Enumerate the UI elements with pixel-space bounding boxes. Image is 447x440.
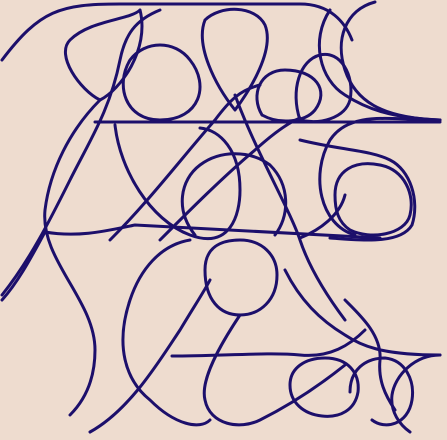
knot-strand-32 bbox=[317, 8, 442, 122]
knot-strand-10 bbox=[0, 8, 162, 297]
knot-strand-22 bbox=[88, 278, 212, 434]
knot-strand-1 bbox=[0, 2, 354, 62]
knot-strand-5 bbox=[63, 8, 144, 102]
knot-strand-27 bbox=[348, 356, 415, 427]
knot-strand-26 bbox=[288, 356, 360, 418]
knot-strand-29 bbox=[390, 353, 442, 434]
knot-strand-28 bbox=[343, 298, 397, 412]
knot-strand-11 bbox=[43, 98, 102, 417]
knot-strand-8 bbox=[255, 68, 323, 123]
knot-strand-21 bbox=[121, 238, 212, 427]
knot-strand-13 bbox=[180, 152, 288, 237]
knot-strand-30 bbox=[298, 193, 347, 240]
knot-strand-20 bbox=[233, 93, 347, 322]
knot-strand-15 bbox=[298, 138, 417, 242]
knot-strand-19 bbox=[158, 116, 302, 242]
knot-strand-16 bbox=[43, 223, 382, 240]
knot-strands bbox=[0, 0, 442, 434]
knot-strand-3 bbox=[318, 116, 442, 237]
knot-strand-23 bbox=[202, 313, 347, 427]
knot-strand-6 bbox=[121, 43, 202, 122]
knot-strand-9 bbox=[294, 52, 353, 124]
knot-strand-25 bbox=[170, 328, 367, 358]
knot-strand-18 bbox=[108, 83, 262, 242]
knot-strand-7 bbox=[200, 7, 269, 112]
knot-strand-12 bbox=[113, 123, 242, 241]
knot-strand-17 bbox=[203, 238, 279, 317]
knot-strand-14 bbox=[333, 162, 413, 237]
knot-strand-24 bbox=[283, 268, 442, 357]
knot-strand-31 bbox=[0, 230, 47, 302]
